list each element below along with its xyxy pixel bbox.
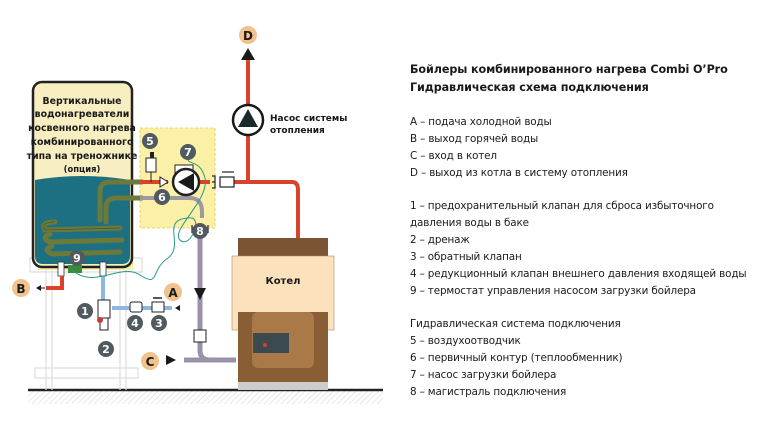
air-vent: [145, 152, 157, 182]
arrow-up-to-d: [241, 48, 255, 60]
svg-text:5: 5: [146, 135, 154, 148]
union-fitting: [191, 171, 235, 233]
svg-text:3: 3: [155, 317, 163, 330]
marker-5: 5: [142, 133, 158, 149]
svg-text:типа на треножнике: типа на треножнике: [27, 151, 138, 162]
svg-text:Насос системы: Насос системы: [270, 114, 347, 124]
svg-text:9: 9: [73, 252, 81, 265]
check-valve-icon: [159, 176, 169, 188]
legend-component: давления воды в баке: [410, 217, 529, 229]
legend-hydraulic-item: 5 – воздухоотводчик: [410, 335, 521, 347]
marker-8: 8: [192, 223, 208, 239]
boiler-label: Котел: [266, 276, 301, 287]
legend-component: 1 – предохранительный клапан для сброса …: [410, 200, 714, 212]
legend-connection-c: C – вход в котел: [410, 150, 497, 162]
marker-d: D: [239, 26, 257, 44]
marker-7: 7: [180, 144, 196, 160]
legend-hydraulic-item: 8 – магистраль подключения: [410, 386, 567, 398]
flow-arrow-down: [194, 288, 206, 300]
svg-text:A: A: [168, 286, 178, 300]
svg-text:7: 7: [184, 146, 192, 159]
arrow-from-a: [175, 305, 180, 311]
legend-connection-a: A – подача холодной воды: [410, 116, 552, 128]
marker-a: A: [164, 283, 182, 301]
marker-4: 4: [127, 315, 143, 331]
legend-component: 9 – термостат управления насосом загрузк…: [410, 285, 696, 297]
heating-system-pump: [231, 103, 265, 137]
floor: [28, 388, 383, 404]
marker-2: 2: [98, 341, 114, 357]
arrow-to-b: [36, 285, 41, 291]
marker-c: C: [141, 352, 159, 370]
hot-water-outlet-pipe: [46, 276, 64, 290]
boiler: Котел: [231, 238, 335, 390]
svg-text:6: 6: [158, 191, 166, 204]
return-valve: [193, 329, 207, 343]
legend-connection-b: B – выход горячей воды: [410, 133, 539, 145]
marker-9: 9: [69, 250, 85, 266]
legend-component: 3 – обратный клапан: [410, 251, 522, 263]
svg-text:1: 1: [81, 305, 89, 318]
legend-hydraulic-item: 7 – насос загрузки бойлера: [410, 369, 557, 381]
legend-hydraulic-item: 6 – первичный контур (теплообменник): [410, 352, 623, 364]
heating-pump-label: Насос системы отопления: [270, 114, 347, 136]
boiler-loading-pump: [171, 164, 201, 197]
svg-text:8: 8: [196, 225, 204, 238]
tank-stand: [29, 257, 143, 390]
marker-3: 3: [151, 315, 167, 331]
svg-text:2: 2: [102, 343, 110, 356]
svg-text:косвенного нагрева: косвенного нагрева: [28, 123, 136, 134]
svg-text:отопления: отопления: [270, 126, 325, 136]
safety-valve-group: [97, 297, 165, 331]
svg-text:Вертикальные: Вертикальные: [42, 96, 121, 107]
legend-hydraulic-title: Гидравлическая система подключения: [410, 318, 621, 330]
hydraulic-diagram: Вертикальные водонагреватели косвенного …: [12, 26, 383, 404]
marker-b: B: [12, 279, 30, 297]
legend-component: 4 – редукционный клапан внешнего давлени…: [410, 268, 747, 280]
svg-text:комбинированного: комбинированного: [31, 137, 134, 148]
marker-6: 6: [154, 189, 170, 205]
svg-text:D: D: [243, 29, 253, 43]
svg-text:4: 4: [131, 317, 139, 330]
legend-component: 2 – дренаж: [410, 234, 470, 246]
tank-label: Вертикальные водонагреватели косвенного …: [27, 96, 138, 174]
legend-title: Бойлеры комбинированного нагрева Combi O…: [410, 63, 728, 76]
water-heater-tank: [31, 80, 145, 277]
arrow-to-c: [166, 355, 176, 365]
svg-text:C: C: [146, 355, 155, 369]
svg-text:водонагреватели: водонагреватели: [35, 109, 130, 120]
svg-text:B: B: [16, 282, 25, 296]
legend-subtitle: Гидравлическая схема подключения: [410, 81, 649, 94]
legend-connection-d: D – выход из котла в систему отопления: [410, 167, 628, 179]
thermostat-wire: [71, 159, 206, 280]
svg-text:(опция): (опция): [64, 164, 101, 174]
marker-1: 1: [77, 303, 93, 319]
